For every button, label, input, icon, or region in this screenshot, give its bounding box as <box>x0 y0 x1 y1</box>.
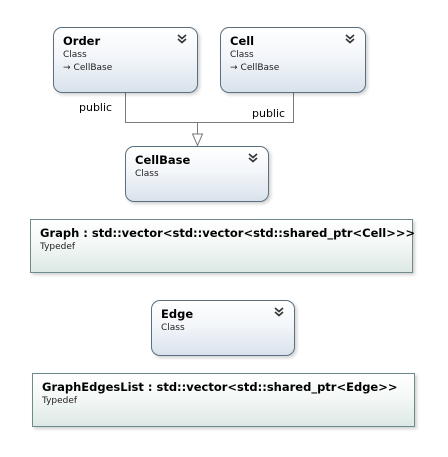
double-chevron-down-icon[interactable] <box>176 33 188 45</box>
class-kind: Class <box>63 50 87 60</box>
inherits-arrow-icon: → <box>63 63 71 73</box>
connector-label-cell: public <box>252 107 286 120</box>
inheritance-arrow-icon <box>191 133 204 147</box>
class-edge[interactable]: Edge Class <box>151 300 295 356</box>
class-kind: Class <box>230 50 254 60</box>
typedef-kind: Typedef <box>42 396 78 406</box>
base-class-name: CellBase <box>240 63 280 73</box>
class-kind: Class <box>135 169 159 179</box>
base-class-ref: →CellBase <box>230 63 279 73</box>
typedef-name: GraphEdgesList : std::vector<std::shared… <box>42 380 398 394</box>
class-name: CellBase <box>135 153 191 167</box>
typedef-kind: Typedef <box>40 242 76 252</box>
connector-label-order: public <box>79 101 113 114</box>
class-name: Edge <box>161 307 194 321</box>
connector-order-to-cellbase <box>125 93 198 123</box>
class-order[interactable]: Order Class →CellBase <box>53 27 198 93</box>
double-chevron-down-icon[interactable] <box>344 33 356 45</box>
base-class-ref: →CellBase <box>63 63 112 73</box>
double-chevron-down-icon[interactable] <box>247 152 259 164</box>
typedef-graph-edges-list[interactable]: GraphEdgesList : std::vector<std::shared… <box>32 373 415 427</box>
inherits-arrow-icon: → <box>230 63 238 73</box>
base-class-name: CellBase <box>73 63 113 73</box>
class-name: Cell <box>230 34 255 48</box>
class-cellbase[interactable]: CellBase Class <box>125 146 269 202</box>
typedef-name: Graph : std::vector<std::vector<std::sha… <box>40 226 416 240</box>
class-name: Order <box>63 34 101 48</box>
double-chevron-down-icon[interactable] <box>273 306 285 318</box>
typedef-graph[interactable]: Graph : std::vector<std::vector<std::sha… <box>30 219 416 273</box>
class-kind: Class <box>161 323 185 333</box>
class-cell[interactable]: Cell Class →CellBase <box>220 27 366 93</box>
